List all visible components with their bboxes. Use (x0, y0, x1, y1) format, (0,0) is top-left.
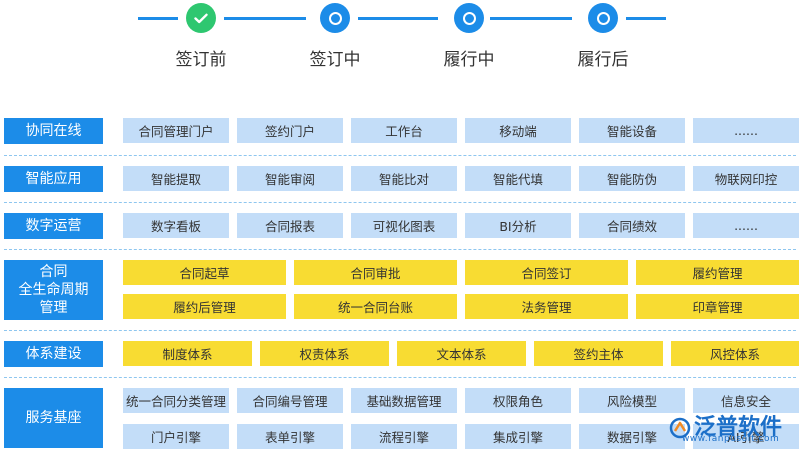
step-label: 履行后 (577, 50, 629, 70)
cell-system: 签约主体 (534, 341, 663, 366)
cell-service: 统一合同分类管理 (123, 388, 229, 413)
cell-lifecycle: 印章管理 (636, 294, 799, 319)
brand-watermark: 泛普软件 www.fanpusoft.com (668, 408, 794, 448)
row-divider (4, 377, 796, 378)
cell-lifecycle: 合同签订 (465, 260, 628, 285)
timeline-connector (224, 17, 306, 20)
brand-name: 泛普软件 (694, 415, 783, 440)
cell-collab: 移动端 (465, 118, 571, 143)
row-label-system: 体系建设 (4, 341, 103, 367)
step-label: 签订中 (309, 50, 361, 70)
row-label-line: 全生命周期 (18, 282, 89, 298)
cell-lifecycle: 合同审批 (294, 260, 457, 285)
row-label-smart: 智能应用 (4, 166, 103, 192)
cell-collab: ...... (693, 118, 799, 143)
cell-smart: 物联网印控 (693, 166, 799, 191)
row-label-line: 管理 (39, 300, 68, 316)
cell-smart: 智能比对 (351, 166, 457, 191)
row-divider (4, 249, 796, 250)
step-label: 签订前 (175, 50, 227, 70)
cell-service: 基础数据管理 (351, 388, 457, 413)
cell-service: 门户引擎 (123, 424, 229, 449)
cell-service: 合同编号管理 (237, 388, 343, 413)
cell-digital: 可视化图表 (351, 213, 457, 238)
step-ring-icon (588, 3, 618, 33)
step-completed-check-icon (186, 3, 216, 33)
cell-service: AI引擎 (693, 424, 799, 449)
cell-service: 表单引擎 (237, 424, 343, 449)
cell-lifecycle: 履约管理 (636, 260, 799, 285)
cell-system: 权责体系 (260, 341, 389, 366)
row-divider (4, 330, 796, 331)
cell-service: 信息安全 (693, 388, 799, 413)
process-timeline: 签订前 签订中 履行中 履行后 (0, 0, 800, 80)
cell-digital: ...... (693, 213, 799, 238)
cell-digital: 合同绩效 (579, 213, 685, 238)
cell-service: 流程引擎 (351, 424, 457, 449)
cell-smart: 智能防伪 (579, 166, 685, 191)
timeline-connector (490, 17, 572, 20)
row-divider (4, 155, 796, 156)
brand-url: www.fanpusoft.com (682, 434, 780, 444)
row-label-line: 合同 (39, 264, 68, 280)
cell-service: 风险模型 (579, 388, 685, 413)
cell-lifecycle: 合同起草 (123, 260, 286, 285)
step-label: 履行中 (443, 50, 495, 70)
cell-smart: 智能代填 (465, 166, 571, 191)
cell-digital: BI分析 (465, 213, 571, 238)
timeline-connector (138, 17, 178, 20)
cell-smart: 智能审阅 (237, 166, 343, 191)
brand-logo-icon (669, 417, 691, 439)
row-label-service: 服务基座 (4, 388, 103, 448)
cell-service: 集成引擎 (465, 424, 571, 449)
row-label-collab: 协同在线 (4, 118, 103, 144)
cell-digital: 数字看板 (123, 213, 229, 238)
timeline-connector (358, 17, 438, 20)
cell-collab: 签约门户 (237, 118, 343, 143)
cell-system: 文本体系 (397, 341, 526, 366)
cell-smart: 智能提取 (123, 166, 229, 191)
step-ring-icon (320, 3, 350, 33)
cell-lifecycle: 统一合同台账 (294, 294, 457, 319)
row-divider (4, 202, 796, 203)
cell-lifecycle: 法务管理 (465, 294, 628, 319)
cell-system: 制度体系 (123, 341, 252, 366)
cell-collab: 智能设备 (579, 118, 685, 143)
cell-collab: 合同管理门户 (123, 118, 229, 143)
cell-service: 权限角色 (465, 388, 571, 413)
cell-digital: 合同报表 (237, 213, 343, 238)
row-label-lifecycle: 合同 全生命周期 管理 (4, 260, 103, 320)
step-ring-icon (454, 3, 484, 33)
cell-lifecycle: 履约后管理 (123, 294, 286, 319)
row-label-digital: 数字运营 (4, 213, 103, 239)
cell-system: 风控体系 (671, 341, 799, 366)
cell-collab: 工作台 (351, 118, 457, 143)
timeline-connector (626, 17, 666, 20)
cell-service: 数据引擎 (579, 424, 685, 449)
